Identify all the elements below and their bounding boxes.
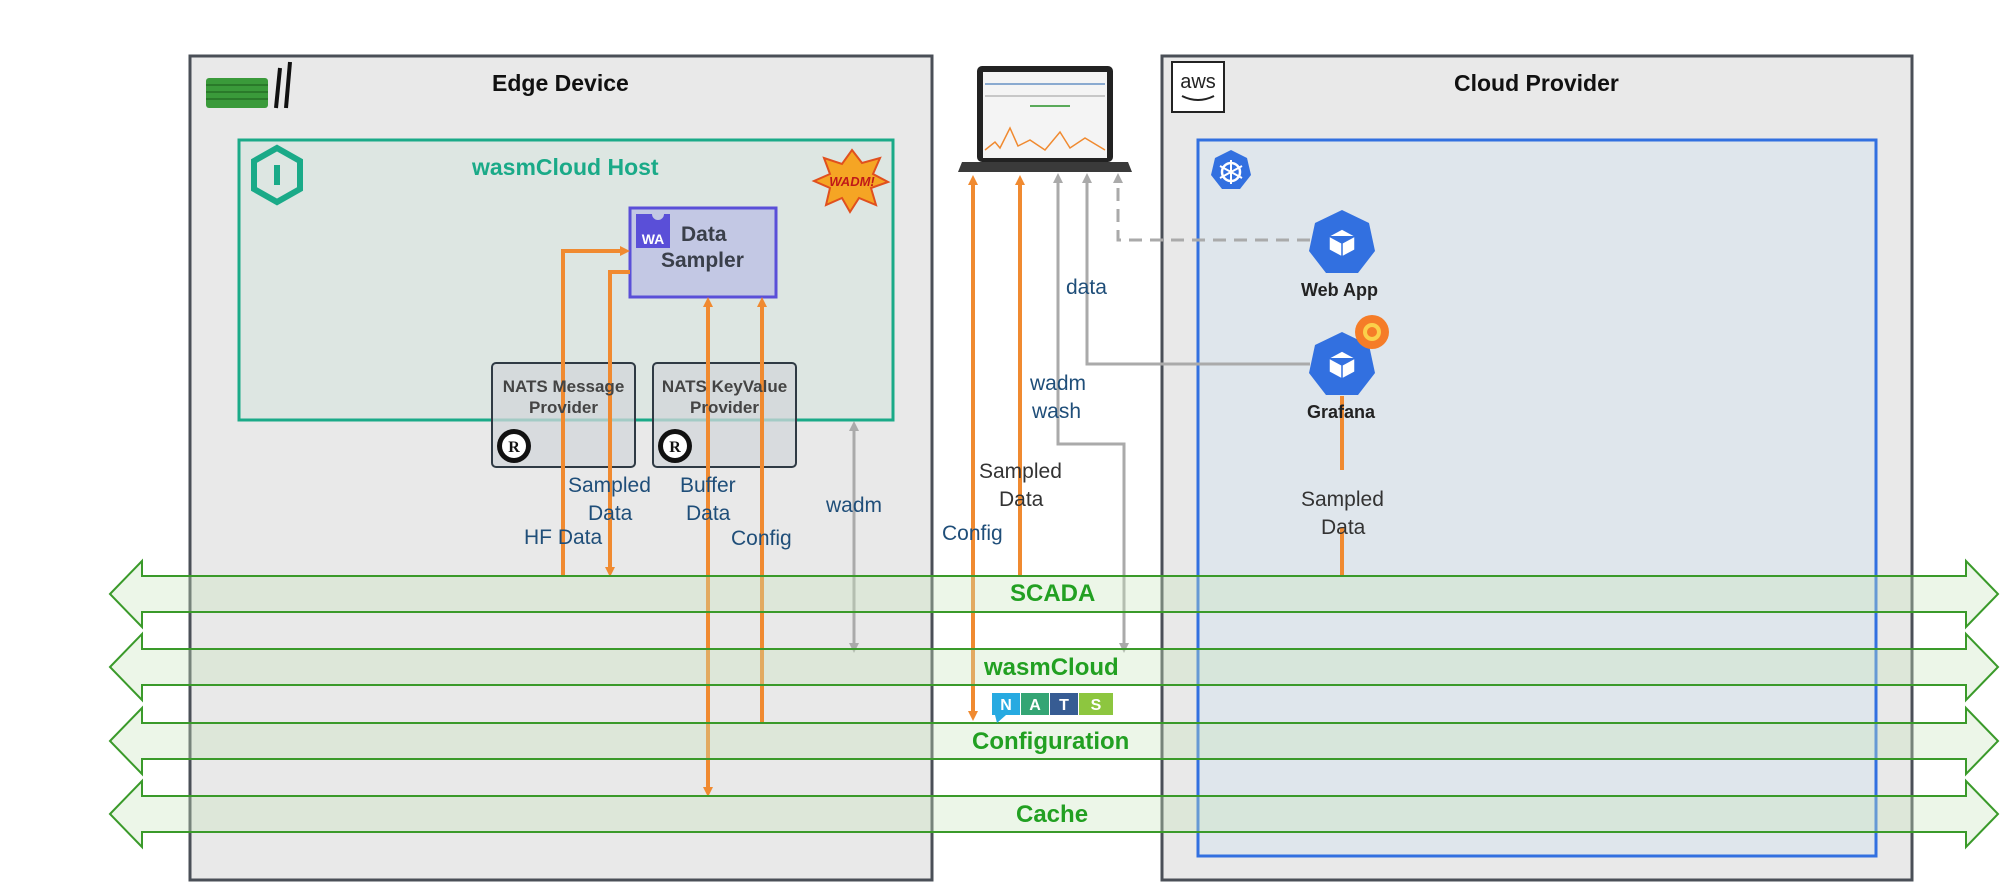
aws-logo-icon: aws <box>1171 61 1225 113</box>
webassembly-icon: WA <box>636 214 670 248</box>
grafana-label: Grafana <box>1307 402 1376 422</box>
svg-text:WADM!: WADM! <box>829 174 875 189</box>
nats-message-provider-line2: Provider <box>529 398 598 417</box>
nats-keyvalue-provider-line1: NATS KeyValue <box>661 377 788 396</box>
scada-bus-label: SCADA <box>1010 580 1096 607</box>
sampled-cloud-label-line2: Data <box>1321 516 1366 539</box>
wadm-wash-label-line2: wash <box>1032 400 1082 423</box>
grafana-node[interactable] <box>1309 332 1375 395</box>
scada-bus <box>108 558 2000 630</box>
wasmcloud-bus <box>108 631 2000 703</box>
wadm-wash-arrow <box>1053 173 1129 653</box>
nats-message-provider-line1: NATS Message <box>502 377 625 396</box>
sampled-data-arrow <box>605 270 630 577</box>
nats-keyvalue-provider-line2: Provider <box>690 398 759 417</box>
router-icon <box>206 61 292 109</box>
rust-icon: R <box>658 429 692 463</box>
svg-text:R: R <box>669 439 681 456</box>
svg-text:T: T <box>1059 697 1069 714</box>
svg-text:N: N <box>1000 697 1012 714</box>
wasmcloud-logo-icon <box>251 144 303 206</box>
web-app-label: Web App <box>1301 280 1378 300</box>
laptop-icon[interactable] <box>958 66 1132 172</box>
wasmcloud-bus-label: wasmCloud <box>984 654 1119 681</box>
configuration-bus <box>108 705 2000 777</box>
data-sampler-label-line2: Sampler <box>661 249 744 272</box>
cloud-provider-title: Cloud Provider <box>1454 70 1619 96</box>
wadm-wash-label-line1: wadm <box>1030 372 1087 395</box>
cube-icon <box>1328 350 1356 380</box>
wasmcloud-host-title: wasmCloud Host <box>472 154 659 180</box>
svg-text:A: A <box>1029 697 1041 714</box>
nats-logo-icon: N A T S <box>992 693 1113 723</box>
data-sampler-label-line1: Data <box>681 223 727 246</box>
grafana-icon <box>1355 315 1389 349</box>
sampled-cloud-label-line1: Sampled <box>1301 488 1384 511</box>
nats-message-provider-label: NATS Message Provider <box>492 376 635 418</box>
sampled-laptop-label-line1: Sampled <box>979 460 1062 483</box>
kubernetes-icon <box>1211 150 1251 189</box>
svg-text:R: R <box>508 439 520 456</box>
data-laptop-label: data <box>1066 276 1107 299</box>
hf-data-arrow <box>561 246 630 576</box>
buffer-data-label-line1: Buffer <box>680 474 736 497</box>
config-laptop-label: Config <box>942 522 1003 545</box>
sampled-laptop-label-line2: Data <box>999 488 1044 511</box>
configuration-bus-label: Configuration <box>972 728 1130 755</box>
sampled-data-label-line1: Sampled <box>568 474 651 497</box>
edge-device-title: Edge Device <box>492 70 629 96</box>
hf-data-label: HF Data <box>524 526 603 549</box>
svg-text:WA: WA <box>642 231 665 247</box>
wadm-edge-label: wadm <box>826 494 883 517</box>
sampled-data-label-line2: Data <box>588 502 633 525</box>
buffer-data-label-line2: Data <box>686 502 731 525</box>
web-app-node[interactable] <box>1309 210 1375 273</box>
nats-keyvalue-provider-label: NATS KeyValue Provider <box>653 376 796 418</box>
svg-text:S: S <box>1091 697 1102 714</box>
config-edge-label: Config <box>731 527 792 550</box>
wadm-burst-icon: WADM! <box>811 148 891 214</box>
kubernetes-cluster-box <box>1196 138 1878 858</box>
cache-bus <box>108 778 2000 850</box>
rust-icon: R <box>497 429 531 463</box>
svg-text:aws: aws <box>1180 71 1216 93</box>
cube-icon <box>1328 228 1356 258</box>
cache-bus-label: Cache <box>1016 801 1089 828</box>
